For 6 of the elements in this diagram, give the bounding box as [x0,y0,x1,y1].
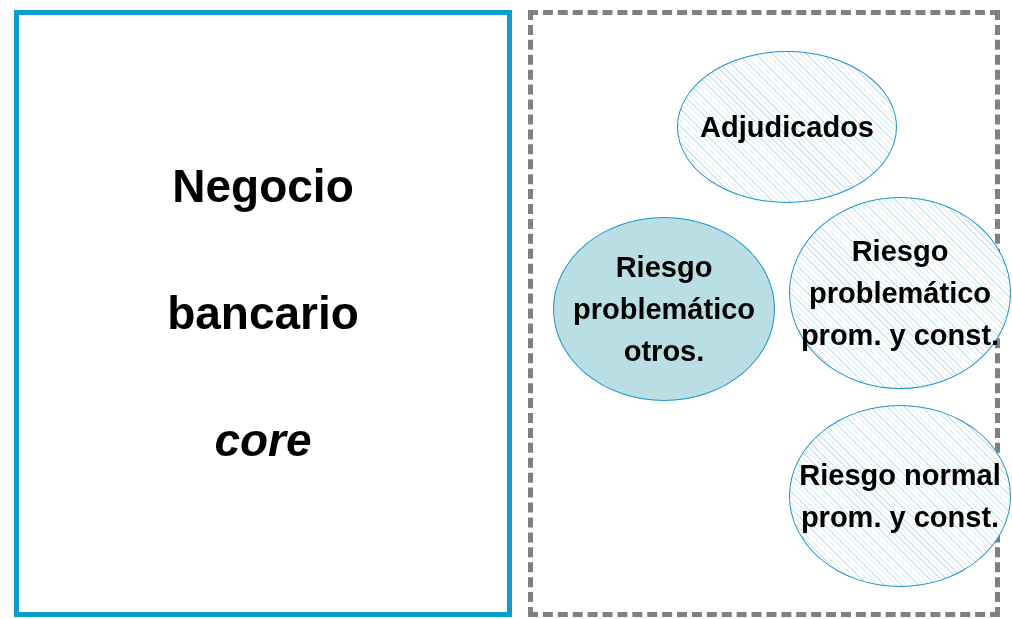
node-label: Riesgo problemático prom. y const. [799,234,1001,353]
node-label: Riesgo problemático otros. [571,250,757,369]
node-label: Riesgo normal prom. y const. [798,458,1002,535]
node-label: Adjudicados [699,110,875,145]
text-box [14,10,512,617]
node-label: Negocio bancario core [166,159,360,468]
